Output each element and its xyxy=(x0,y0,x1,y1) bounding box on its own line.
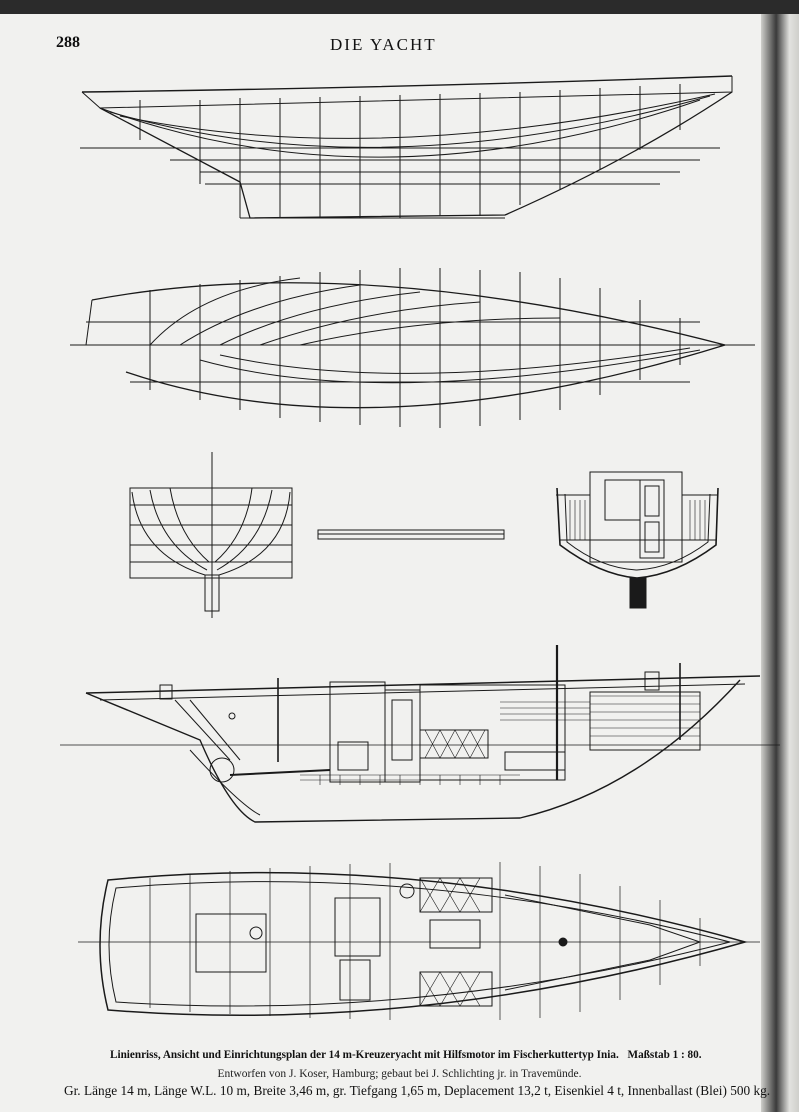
half-breadth-plan-drawing xyxy=(70,268,755,428)
inboard-profile-drawing xyxy=(60,645,780,823)
figure-caption-specs: Gr. Länge 14 m, Länge W.L. 10 m, Breite … xyxy=(64,1083,771,1098)
body-plan-drawing xyxy=(129,452,293,618)
book-binding-shadow xyxy=(761,14,799,1112)
figure-caption-title: Linienriss, Ansicht und Einrichtungsplan… xyxy=(110,1049,770,1061)
caption-scale-text: Maßstab 1 : 80. xyxy=(627,1049,702,1061)
accommodation-plan-drawing xyxy=(78,862,760,1020)
running-head: DIE YACHT xyxy=(330,35,437,54)
deck-beam-drawing xyxy=(317,529,505,540)
midship-section-drawing xyxy=(556,471,719,609)
sheer-plan-drawing xyxy=(80,75,733,219)
figure-caption-credit: Entworfen von J. Koser, Hamburg; gebaut … xyxy=(217,1068,582,1080)
page-top-edge xyxy=(0,0,799,14)
page-number: 288 xyxy=(56,34,80,51)
caption-title-text: Linienriss, Ansicht und Einrichtungsplan… xyxy=(110,1049,619,1061)
